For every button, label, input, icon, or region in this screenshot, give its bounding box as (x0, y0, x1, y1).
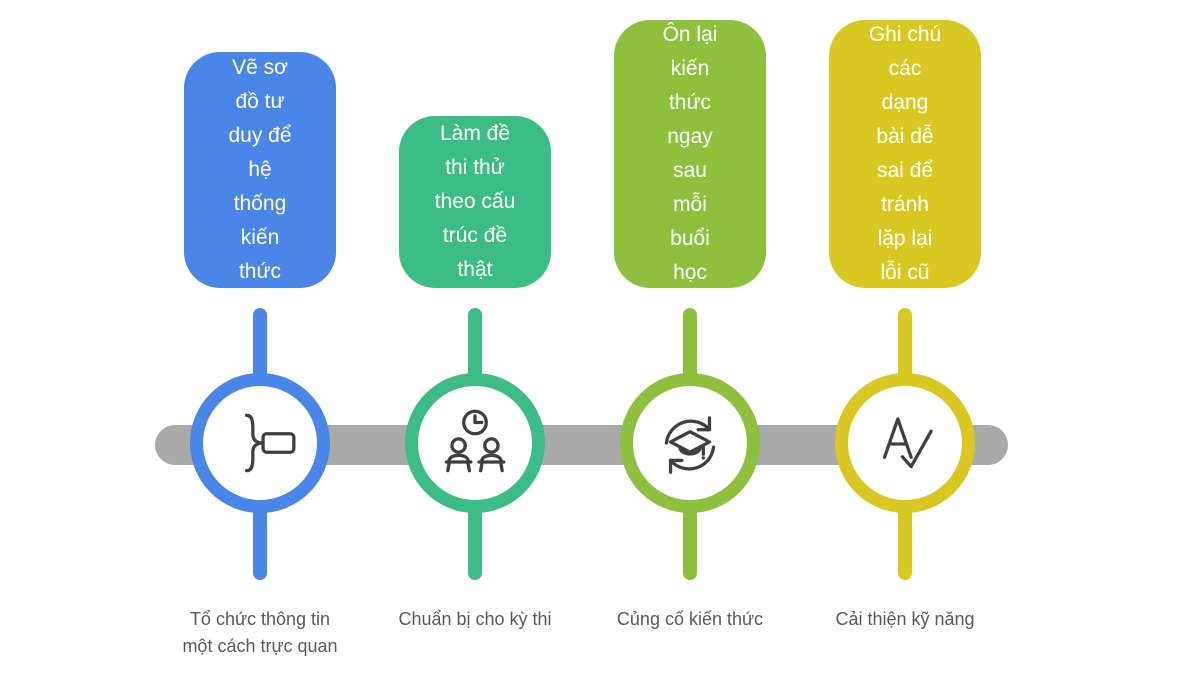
step-circle-2 (405, 373, 545, 513)
step-box-1: Vẽ sơ đồ tư duy để hệ thống kiến thức (184, 52, 336, 288)
step-caption-3: Củng cố kiến thức (616, 609, 764, 629)
step-circle-1 (190, 373, 330, 513)
stem-top-3 (683, 308, 697, 388)
step-box-text-1: Vẽ sơ đồ tư duy để hệ thống kiến thức (228, 56, 292, 283)
step-caption-4: Cải thiện kỹ năng (835, 609, 975, 629)
stem-top-2 (468, 308, 482, 388)
step-box-2: Làm đề thi thử theo cấu trúc đề thật (399, 116, 551, 288)
stem-top-4 (898, 308, 912, 388)
stem-top-1 (253, 308, 267, 388)
step-caption-2: Chuẩn bị cho kỳ thi (398, 609, 552, 629)
step-box-text-3: Ôn lại kiến thức ngay sau mỗi buổi học (662, 23, 718, 284)
stem-bottom-1 (253, 498, 267, 580)
step-box-3: Ôn lại kiến thức ngay sau mỗi buổi học (614, 20, 766, 288)
graduation-refresh-icon (664, 416, 716, 474)
spellcheck-icon (882, 417, 933, 469)
stem-bottom-2 (468, 498, 482, 580)
stem-bottom-3 (683, 498, 697, 580)
mind-map-icon (245, 413, 296, 473)
step-circle-4 (835, 373, 975, 513)
step-caption-1: Tổ chức thông tin một cách trực quan (182, 609, 338, 656)
step-box-text-2: Làm đề thi thử theo cấu trúc đề thật (434, 122, 516, 281)
step-box-4: Ghi chú các dạng bài dễ sai để tránh lặp… (829, 20, 981, 288)
exam-desks-clock-icon (444, 409, 506, 473)
step-circle-3 (620, 373, 760, 513)
stem-bottom-4 (898, 498, 912, 580)
step-box-text-4: Ghi chú các dạng bài dễ sai để tránh lặp… (868, 23, 942, 284)
